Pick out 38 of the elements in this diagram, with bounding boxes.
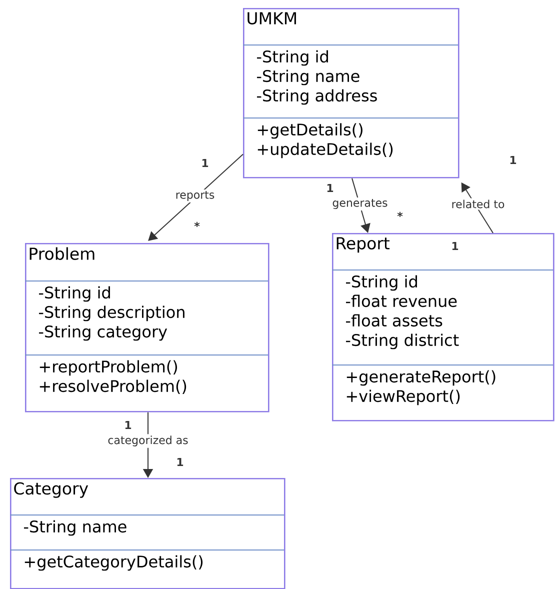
association-arrow	[352, 178, 370, 233]
method-text: +getCategoryDetails()	[24, 555, 203, 571]
multiplicity-label: 1	[177, 458, 184, 466]
class-box	[24, 243, 270, 412]
method-text: +reportProblem()	[40, 360, 177, 376]
multiplicity-label: *	[194, 222, 200, 228]
multiplicity-label: 1	[202, 159, 208, 168]
edge-label: related to	[452, 200, 504, 208]
class-name: UMKM	[248, 12, 296, 24]
class-box	[10, 478, 286, 589]
attribute-text: -String name	[24, 520, 126, 536]
class-name: Problem	[30, 247, 94, 260]
method-text: +generateReport()	[346, 370, 496, 386]
edge-label: generates	[332, 199, 388, 209]
attribute-text: -float revenue	[346, 294, 457, 308]
attribute-text: -String id	[346, 275, 417, 291]
class-name: Category	[14, 482, 88, 498]
multiplicity-label: 1	[510, 156, 516, 164]
attribute-text: -String name	[256, 70, 360, 86]
method-text: +resolveProblem()	[40, 380, 186, 394]
multiplicity-label: 1	[452, 242, 458, 250]
multiplicity-label: *	[397, 212, 403, 218]
edge-label: reports	[176, 191, 214, 201]
attribute-text: -String id	[38, 286, 110, 302]
method-text: +updateDetails()	[258, 142, 393, 158]
attribute-text: -String id	[256, 50, 328, 66]
attribute-text: -float assets	[346, 314, 442, 327]
attribute-text: -String category	[38, 325, 168, 341]
class-box	[242, 8, 460, 178]
edge-label: categorized as	[108, 436, 188, 446]
attribute-text: -String address	[256, 89, 377, 105]
attribute-text: -String district	[346, 334, 459, 350]
class-name: Report	[336, 237, 390, 253]
class-box	[332, 233, 554, 422]
attribute-text: -String description	[38, 306, 184, 322]
method-text: +getDetails()	[258, 123, 362, 139]
method-text: +viewReport()	[346, 390, 460, 406]
association-arrow	[148, 154, 244, 241]
